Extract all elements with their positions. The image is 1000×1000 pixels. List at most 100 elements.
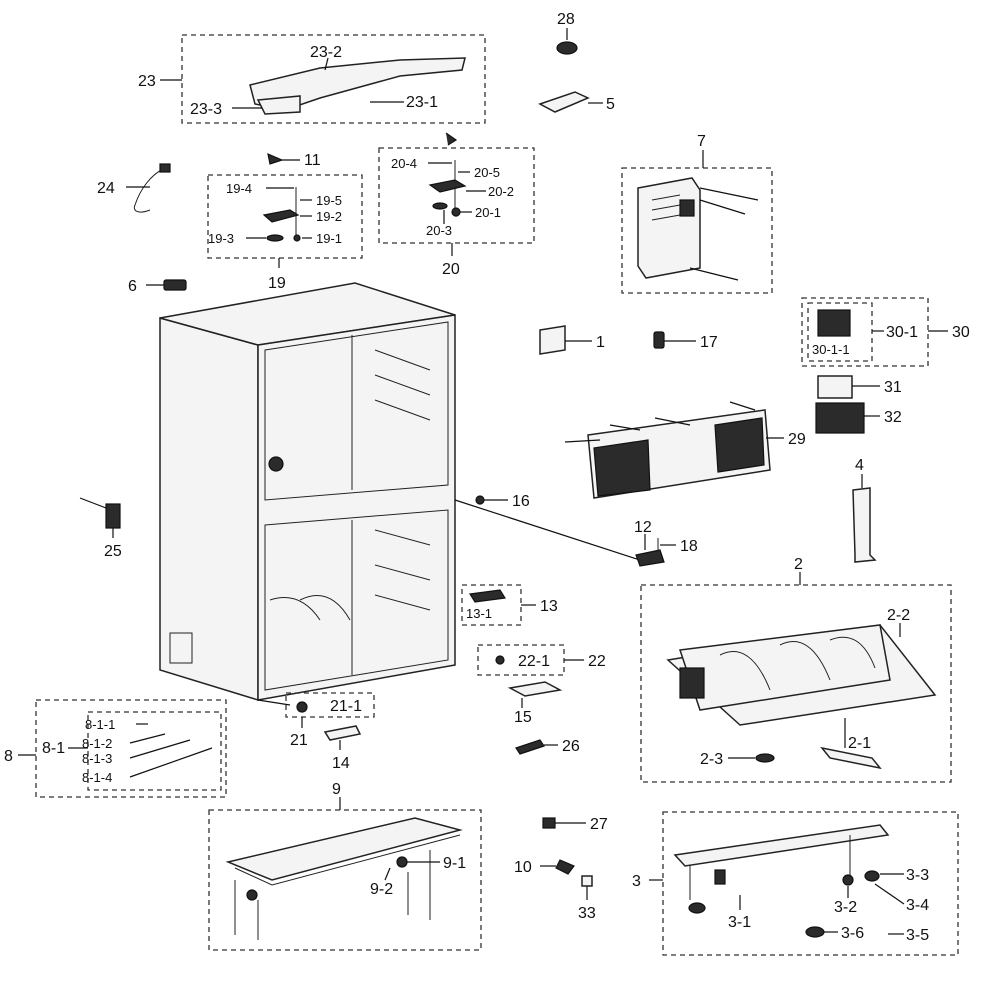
- label-2-1: 2-1: [848, 735, 871, 752]
- group-23: 23-2 23-1 23-3 23: [138, 34, 486, 124]
- label-20-2: 20-2: [488, 184, 514, 199]
- group-20-box: [378, 147, 535, 244]
- label-5: 5: [606, 96, 615, 113]
- label-19-3: 19-3: [208, 231, 234, 246]
- cabinet-label-plate: [169, 632, 193, 664]
- group-9-box: [208, 809, 482, 951]
- part-15: 15: [507, 681, 563, 726]
- screw-22-1: [495, 655, 505, 665]
- label-4: 4: [855, 457, 864, 474]
- label-13-1: 13-1: [466, 606, 492, 621]
- label-25: 25: [104, 543, 122, 560]
- washer-20-3: [432, 202, 448, 210]
- label-31: 31: [884, 379, 902, 396]
- fitting-part-27: [542, 817, 556, 829]
- top-cover-plate: [256, 95, 301, 115]
- label-19: 19: [268, 275, 286, 292]
- label-3-5: 3-5: [906, 927, 929, 944]
- label-2-2: 2-2: [887, 607, 910, 624]
- nut-20-1: [451, 207, 461, 217]
- label-16: 16: [512, 493, 530, 510]
- bracket-part-14: [323, 725, 362, 741]
- group-23-box: [181, 34, 486, 124]
- label-3: 3: [632, 873, 641, 890]
- label-30-1-1: 30-1-1: [812, 342, 850, 357]
- group-13-box: [461, 584, 522, 626]
- clip-20: [445, 132, 458, 146]
- machine-grille: [679, 667, 705, 699]
- group-9: 9 9-1 9-2: [208, 781, 482, 951]
- part-32: 32: [815, 402, 902, 434]
- part-12-18: 12 18: [454, 499, 698, 567]
- evaporator-grille-left: [593, 439, 651, 497]
- label-23-1: 23-1: [406, 94, 438, 111]
- control-panel-cover: [637, 177, 701, 279]
- screw-21-1: [296, 701, 308, 713]
- evaporator-grille-right: [714, 417, 765, 473]
- label-13: 13: [540, 598, 558, 615]
- screw-9-1: [396, 856, 408, 868]
- foot-3-3: [864, 870, 880, 882]
- screw-9-front: [246, 889, 258, 901]
- air-duct-part: [852, 487, 877, 563]
- group-30: 30-1-1 30-1 30: [801, 297, 970, 367]
- group-8-1-box: [87, 711, 222, 791]
- control-knob-7: [679, 199, 695, 217]
- part-17: 17: [653, 331, 718, 351]
- label-2: 2: [794, 556, 803, 573]
- washer-19-3: [266, 234, 284, 242]
- label-29: 29: [788, 431, 806, 448]
- part-11: 11: [267, 152, 321, 169]
- power-plug: [159, 163, 171, 173]
- part-33: 33: [578, 875, 596, 922]
- label-21-1: 21-1: [330, 698, 362, 715]
- power-cord: [133, 167, 166, 213]
- bracket-part-25: [105, 503, 121, 529]
- label-20-3: 20-3: [426, 223, 452, 238]
- label-3-4: 3-4: [906, 897, 929, 914]
- group-8-box: [35, 699, 227, 798]
- group-7: 7: [621, 133, 773, 294]
- label-17: 17: [700, 334, 718, 351]
- group-30-1-box: [807, 302, 873, 362]
- nut-19-1: [293, 234, 301, 242]
- part-5: 5: [538, 91, 615, 113]
- label-24: 24: [97, 180, 115, 197]
- label-21: 21: [290, 732, 308, 749]
- label-19-1: 19-1: [316, 231, 342, 246]
- part-27: 27: [542, 816, 608, 833]
- bottom-cover-panel: [225, 817, 463, 881]
- label-8-1-4: 8-1-4: [82, 770, 112, 785]
- connector-part-26: [515, 739, 545, 755]
- label-1: 1: [596, 334, 605, 351]
- group-2: 2 2-2 2-1 2-3: [640, 556, 952, 783]
- screw-part-16: [475, 495, 485, 505]
- panel-part-32: [815, 402, 865, 434]
- group-22: 22-1 22: [477, 644, 606, 676]
- hinge-bracket-20: [428, 179, 467, 193]
- group-19-box: [207, 174, 363, 259]
- group-30-box: [801, 297, 929, 367]
- upper-compartment: [264, 321, 449, 501]
- hinge-bracket-19: [262, 209, 300, 223]
- part-31: 31: [817, 375, 902, 399]
- group-21: 21-1 21: [285, 692, 375, 749]
- clip-part: [267, 152, 284, 165]
- label-19-5: 19-5: [316, 193, 342, 208]
- label-20: 20: [442, 261, 460, 278]
- group-19: 19-4 19-5 19-2 19-3 19-1 19: [207, 174, 363, 292]
- hinge-part-12: [635, 549, 665, 567]
- hinge-part: [538, 91, 590, 113]
- label-6: 6: [128, 278, 137, 295]
- label-8-1: 8-1: [42, 740, 65, 757]
- label-8: 8: [4, 748, 13, 765]
- label-26: 26: [562, 738, 580, 755]
- group-3-box: [662, 811, 959, 956]
- bracket-part-15: [507, 681, 563, 697]
- bracket-2-1: [820, 746, 882, 770]
- valve-part-10: [555, 859, 575, 875]
- label-32: 32: [884, 409, 902, 426]
- label-3-2: 3-2: [834, 899, 857, 916]
- label-3-3: 3-3: [906, 867, 929, 884]
